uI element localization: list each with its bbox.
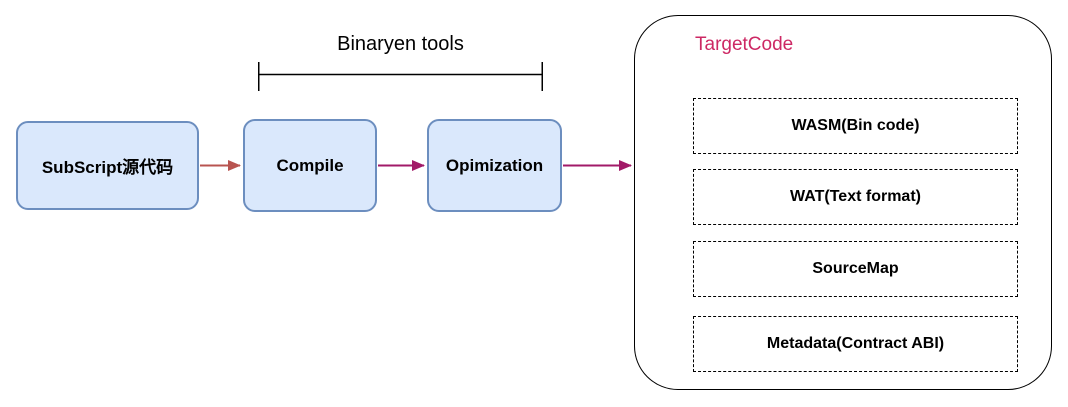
target-code-container: TargetCode WASM(Bin code) WAT(Text forma… bbox=[634, 15, 1052, 390]
target-item-wat: WAT(Text format) bbox=[693, 169, 1018, 225]
target-item-label: SourceMap bbox=[812, 260, 899, 277]
flow-box-compile: Compile bbox=[243, 119, 377, 212]
target-code-title: TargetCode bbox=[695, 34, 794, 55]
target-item-metadata: Metadata(Contract ABI) bbox=[693, 316, 1018, 372]
flow-box-label: Compile bbox=[276, 155, 344, 175]
target-item-sourcemap: SourceMap bbox=[693, 241, 1018, 297]
target-item-wasm: WASM(Bin code) bbox=[693, 98, 1018, 154]
target-item-label: WASM(Bin code) bbox=[791, 117, 920, 134]
target-item-label: WAT(Text format) bbox=[790, 188, 921, 205]
flow-box-opimization: Opimization bbox=[427, 119, 562, 212]
flow-box-subscript-source: SubScript源代码 bbox=[16, 121, 199, 210]
flow-box-label: Opimization bbox=[445, 155, 544, 175]
target-item-label: Metadata(Contract ABI) bbox=[766, 335, 945, 352]
binaryen-tools-label: Binaryen tools bbox=[337, 33, 464, 55]
binaryen-tools-bracket bbox=[258, 62, 543, 91]
flow-box-label: SubScript源代码 bbox=[41, 158, 174, 177]
